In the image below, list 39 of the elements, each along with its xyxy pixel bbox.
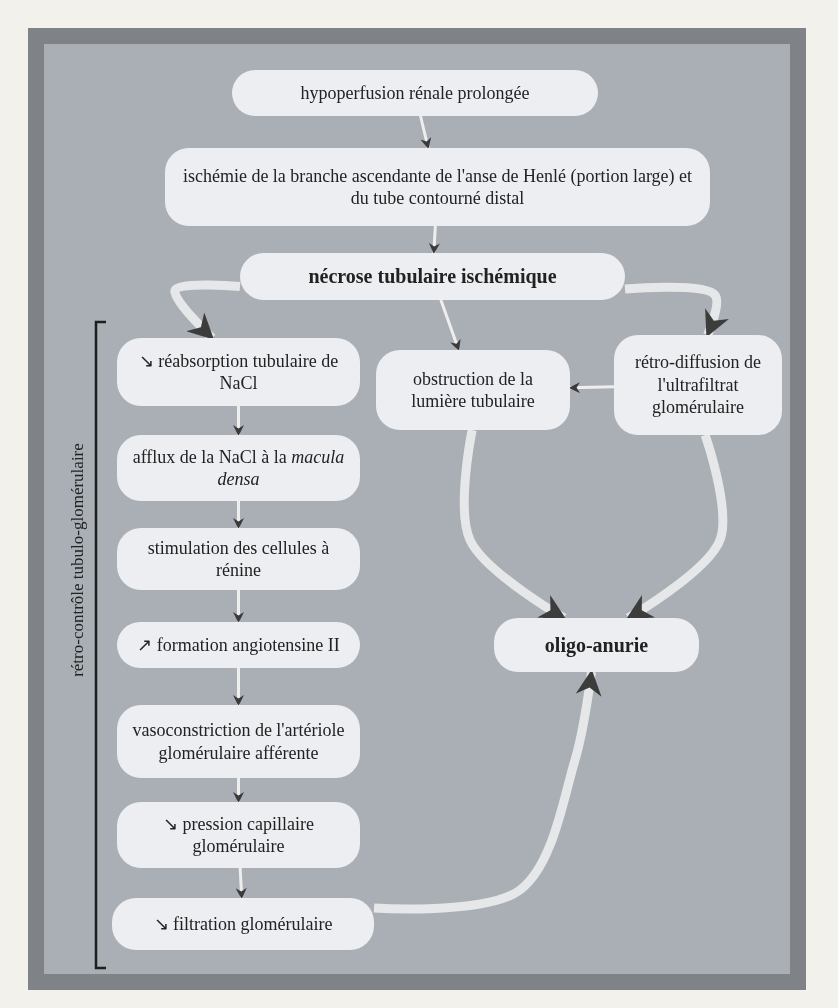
node-text: stimulation des cellules à rénine (146, 536, 331, 582)
node-text: nécrose tubulaire ischémique (308, 264, 557, 289)
rounded-box (614, 335, 782, 435)
rounded-box (494, 618, 699, 672)
vertical-label: rétro-contrôle tubulo-glomérulaire (67, 443, 88, 677)
arrow (235, 867, 247, 900)
rounded-box (112, 898, 374, 950)
rounded-box (117, 622, 360, 668)
rounded-box (117, 802, 360, 868)
node-text: rétro-diffusion de l'ultrafiltrat glomérulaire (633, 351, 763, 419)
node-text: oligo-anurie (544, 632, 649, 658)
node-text: hypoperfusion rénale prolongée (300, 81, 530, 105)
node-text: ↘ réabsorption tubulaire de NaCl (137, 349, 340, 395)
rounded-box (117, 435, 360, 501)
rounded-box (376, 350, 570, 430)
node-text: obstruction de la lumière tubulaire (410, 367, 536, 413)
node-text: vasoconstriction de l'artériole glomérulaire afférente (131, 719, 346, 764)
arrow (233, 778, 244, 804)
node-text: ↘ pression capillaire glomérulaire (162, 812, 315, 858)
arrow (233, 406, 244, 437)
arrow (568, 382, 615, 394)
arrow (439, 299, 461, 352)
arrow (624, 282, 729, 338)
rounded-box (240, 253, 625, 300)
rounded-box (165, 148, 710, 226)
arrow (419, 115, 432, 150)
rounded-box (117, 705, 360, 778)
node-text: ↘ filtration glomérulaire (153, 912, 333, 936)
rounded-box (117, 338, 360, 406)
node-text: ischémie de la branche ascendante de l'anse de Henlé (portion large) et du tube contourné distal (181, 164, 694, 210)
rounded-box (232, 70, 598, 116)
arrow (373, 669, 602, 914)
arrow (233, 501, 244, 530)
node-text: afflux de la NaCl à la macula densa (131, 445, 346, 491)
node-text: ↗ formation angiotensine II (137, 633, 340, 657)
arrow (233, 590, 244, 624)
arrow (233, 668, 244, 707)
rounded-box (117, 528, 360, 590)
arrow (428, 225, 440, 255)
